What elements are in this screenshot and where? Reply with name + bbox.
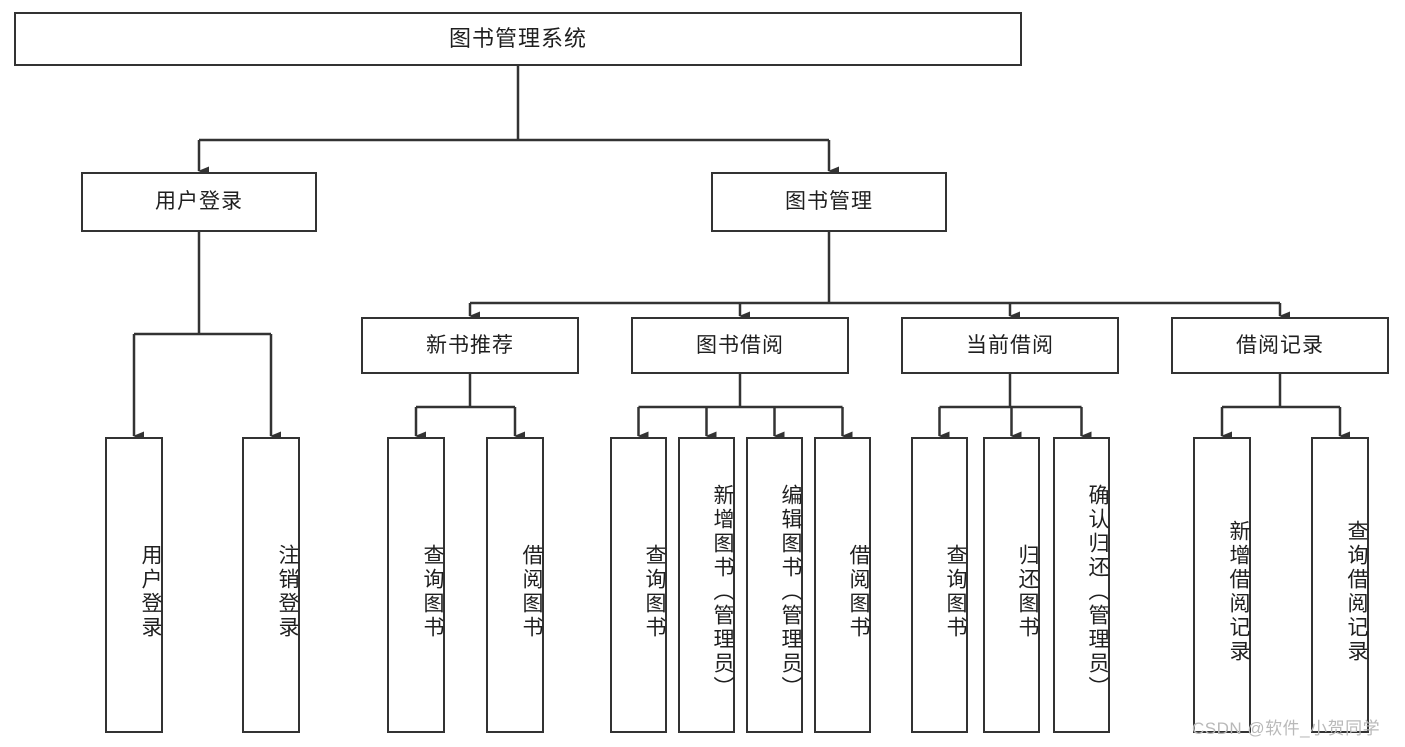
node-label: 查询图书 — [421, 544, 444, 640]
node-leaf-cur-confirm[interactable]: 确认归还（管理员） — [1053, 437, 1110, 733]
node-label: 图书借阅 — [696, 333, 784, 357]
node-label: 新书推荐 — [426, 333, 514, 357]
node-label: 当前借阅 — [966, 333, 1054, 357]
node-label: 图书管理 — [785, 190, 873, 214]
node-leaf-bw-query[interactable]: 查询图书 — [610, 437, 667, 733]
node-label: 用户登录 — [139, 544, 162, 640]
node-bookmgmt[interactable]: 图书管理 — [711, 172, 947, 232]
node-label: 借阅记录 — [1236, 333, 1324, 357]
node-root[interactable]: 图书管理系统 — [14, 12, 1022, 66]
node-leaf-bw-borrow[interactable]: 借阅图书 — [814, 437, 871, 733]
node-login[interactable]: 用户登录 — [81, 172, 317, 232]
node-label: 查询图书 — [643, 544, 666, 640]
node-leaf-user-login[interactable]: 用户登录 — [105, 437, 163, 733]
node-records[interactable]: 借阅记录 — [1171, 317, 1389, 374]
node-leaf-user-logout[interactable]: 注销登录 — [242, 437, 300, 733]
node-label: 编辑图书（管理员） — [779, 484, 802, 700]
node-label: 借阅图书 — [520, 544, 543, 640]
node-leaf-nb-borrow[interactable]: 借阅图书 — [486, 437, 544, 733]
node-label: 新增借阅记录 — [1227, 520, 1250, 664]
node-label: 注销登录 — [276, 544, 299, 640]
node-leaf-rec-query[interactable]: 查询借阅记录 — [1311, 437, 1369, 733]
node-current[interactable]: 当前借阅 — [901, 317, 1119, 374]
node-newbook[interactable]: 新书推荐 — [361, 317, 579, 374]
node-label: 归还图书 — [1016, 544, 1039, 640]
node-leaf-nb-query[interactable]: 查询图书 — [387, 437, 445, 733]
node-borrow[interactable]: 图书借阅 — [631, 317, 849, 374]
node-label: 用户登录 — [155, 190, 243, 214]
node-label: 查询借阅记录 — [1345, 520, 1368, 664]
node-leaf-rec-add[interactable]: 新增借阅记录 — [1193, 437, 1251, 733]
node-leaf-bw-edit[interactable]: 编辑图书（管理员） — [746, 437, 803, 733]
node-leaf-bw-add[interactable]: 新增图书（管理员） — [678, 437, 735, 733]
node-label: 图书管理系统 — [448, 25, 587, 51]
node-label: 查询图书 — [944, 544, 967, 640]
node-leaf-cur-query[interactable]: 查询图书 — [911, 437, 968, 733]
node-label: 新增图书（管理员） — [711, 484, 734, 700]
node-label: 借阅图书 — [847, 544, 870, 640]
node-label: 确认归还（管理员） — [1086, 484, 1109, 700]
node-leaf-cur-return[interactable]: 归还图书 — [983, 437, 1040, 733]
